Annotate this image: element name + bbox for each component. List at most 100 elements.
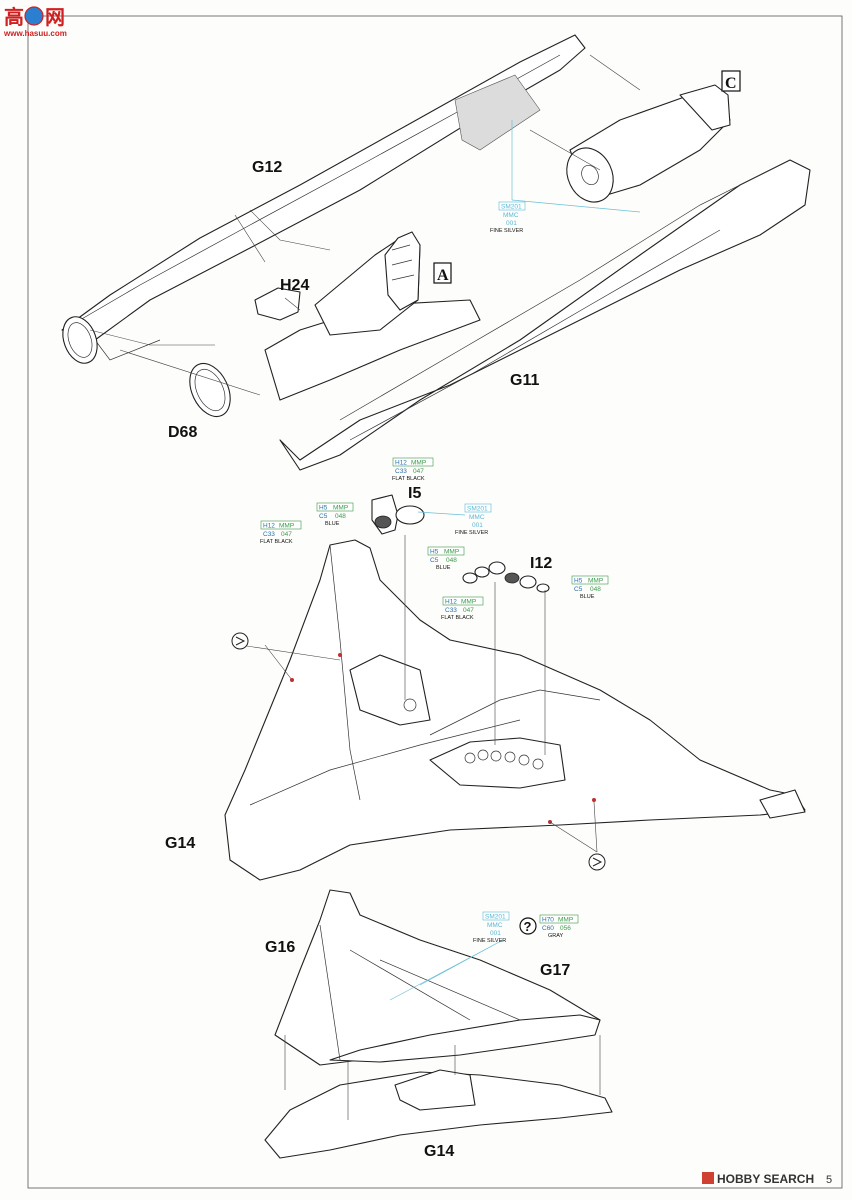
box-label-c: C xyxy=(721,70,741,92)
svg-text:H5: H5 xyxy=(430,549,439,556)
intake-ring xyxy=(62,316,98,364)
label-g17: G17 xyxy=(540,962,570,979)
svg-text:HOBBY SEARCH: HOBBY SEARCH xyxy=(717,1172,814,1186)
label-g14-bottom: G14 xyxy=(424,1143,454,1160)
exhaust-nozzle xyxy=(679,84,731,131)
page-border xyxy=(27,15,843,1189)
paint-callout-5: SM201 MMC 001 FINE SILVER xyxy=(455,503,492,536)
paint-callout-10: H70 MMP C60 056 GRAY xyxy=(539,914,579,939)
paint-callout-4: H12 MMP C33 047 FLAT BLACK xyxy=(260,520,302,545)
svg-text:C5: C5 xyxy=(574,586,583,593)
svg-text:BLUE: BLUE xyxy=(580,594,595,600)
svg-text:FINE SILVER: FINE SILVER xyxy=(490,228,523,234)
fuselage-half-g11 xyxy=(279,159,811,471)
svg-text:SM201: SM201 xyxy=(501,204,522,211)
svg-text:FLAT BLACK: FLAT BLACK xyxy=(441,615,474,621)
svg-text:C: C xyxy=(725,75,737,92)
hobby-search-logo-icon xyxy=(702,1172,714,1184)
box-label-a: A xyxy=(433,262,452,284)
svg-text:047: 047 xyxy=(281,531,292,538)
svg-text:SM201: SM201 xyxy=(467,506,488,513)
svg-text:C60: C60 xyxy=(542,925,554,932)
label-g12: G12 xyxy=(252,159,282,176)
svg-text:047: 047 xyxy=(413,468,424,475)
svg-text:C5: C5 xyxy=(430,557,439,564)
label-i12: I12 xyxy=(530,555,552,572)
svg-text:001: 001 xyxy=(472,522,483,529)
svg-text:BLUE: BLUE xyxy=(436,565,451,571)
svg-text:048: 048 xyxy=(590,586,601,593)
fuselage-half-g12 xyxy=(61,34,586,341)
svg-text:SM201: SM201 xyxy=(485,914,506,921)
svg-text:FLAT BLACK: FLAT BLACK xyxy=(392,476,425,482)
svg-text:?: ? xyxy=(524,919,532,934)
label-h24: H24 xyxy=(280,277,309,294)
fuselage-assembly xyxy=(61,34,811,471)
symmetry-symbol xyxy=(231,632,606,871)
label-g14-top: G14 xyxy=(165,835,195,852)
flap-g17 xyxy=(329,1014,601,1063)
svg-text:MMP: MMP xyxy=(279,523,294,530)
svg-text:H12: H12 xyxy=(395,460,407,467)
svg-text:047: 047 xyxy=(463,607,474,614)
label-g16: G16 xyxy=(265,939,295,956)
paint-callout-7: H5 MMP C5 048 BLUE xyxy=(571,575,609,600)
svg-text:MMC: MMC xyxy=(503,212,519,219)
paint-callout-2: H12 MMP C33 047 FLAT BLACK xyxy=(392,457,434,482)
part-i12 xyxy=(462,561,550,593)
svg-text:MMP: MMP xyxy=(461,599,476,606)
page-number: 5 xyxy=(826,1174,832,1186)
svg-text:A: A xyxy=(437,267,449,284)
svg-text:MMP: MMP xyxy=(411,460,426,467)
svg-text:048: 048 xyxy=(335,513,346,520)
svg-text:C33: C33 xyxy=(395,468,407,475)
label-i5: I5 xyxy=(408,485,421,502)
svg-text:C5: C5 xyxy=(319,513,328,520)
label-d68: D68 xyxy=(168,424,197,441)
svg-text:GRAY: GRAY xyxy=(548,933,564,939)
svg-text:056: 056 xyxy=(560,925,571,932)
site-watermark: 高 网 www.hasuu.com xyxy=(3,5,67,38)
svg-text:MMP: MMP xyxy=(333,505,348,512)
paint-callout-6: H5 MMP C5 048 BLUE xyxy=(427,546,465,571)
part-i5 xyxy=(371,494,425,535)
hobby-search-watermark: HOBBY SEARCH 5 xyxy=(702,1172,832,1186)
wingtip-pod xyxy=(759,789,806,819)
svg-text:MMP: MMP xyxy=(558,917,573,924)
svg-text:H70: H70 xyxy=(542,917,554,924)
watermark-glyph: 高 xyxy=(4,5,24,29)
wheel-well xyxy=(429,737,566,789)
svg-text:MMP: MMP xyxy=(588,578,603,585)
paint-callout-9: SM201 MMC 001 FINE SILVER xyxy=(473,911,510,944)
svg-text:FINE SILVER: FINE SILVER xyxy=(473,938,506,944)
svg-text:C33: C33 xyxy=(263,531,275,538)
svg-text:H12: H12 xyxy=(445,599,457,606)
part-d68 xyxy=(189,362,231,418)
svg-text:H12: H12 xyxy=(263,523,275,530)
svg-text:001: 001 xyxy=(506,220,517,227)
svg-text:MMC: MMC xyxy=(487,922,503,929)
svg-text:H5: H5 xyxy=(574,578,583,585)
label-g11: G11 xyxy=(510,372,539,389)
paint-callout-8: H12 MMP C33 047 FLAT BLACK xyxy=(441,596,484,621)
wing-assembly xyxy=(224,494,806,881)
svg-text:MMP: MMP xyxy=(444,549,459,556)
part-h24 xyxy=(254,287,301,321)
question-mark-icon: ? xyxy=(519,917,537,935)
svg-text:BLUE: BLUE xyxy=(325,521,340,527)
svg-text:048: 048 xyxy=(446,557,457,564)
engine-face xyxy=(566,147,614,203)
svg-text:001: 001 xyxy=(490,930,501,937)
flap-assembly xyxy=(264,889,613,1159)
watermark-url: www.hasuu.com xyxy=(3,29,67,38)
bottom-wheel-well xyxy=(394,1069,476,1111)
svg-text:MMC: MMC xyxy=(469,514,485,521)
grey-shade-panel xyxy=(454,74,541,151)
lower-wing-g14-bottom xyxy=(264,1071,613,1159)
paint-callout-3: H5 MMP C5 048 BLUE xyxy=(316,502,354,527)
ejection-seat xyxy=(384,231,421,311)
svg-text:FINE SILVER: FINE SILVER xyxy=(455,530,488,536)
svg-text:C33: C33 xyxy=(445,607,457,614)
